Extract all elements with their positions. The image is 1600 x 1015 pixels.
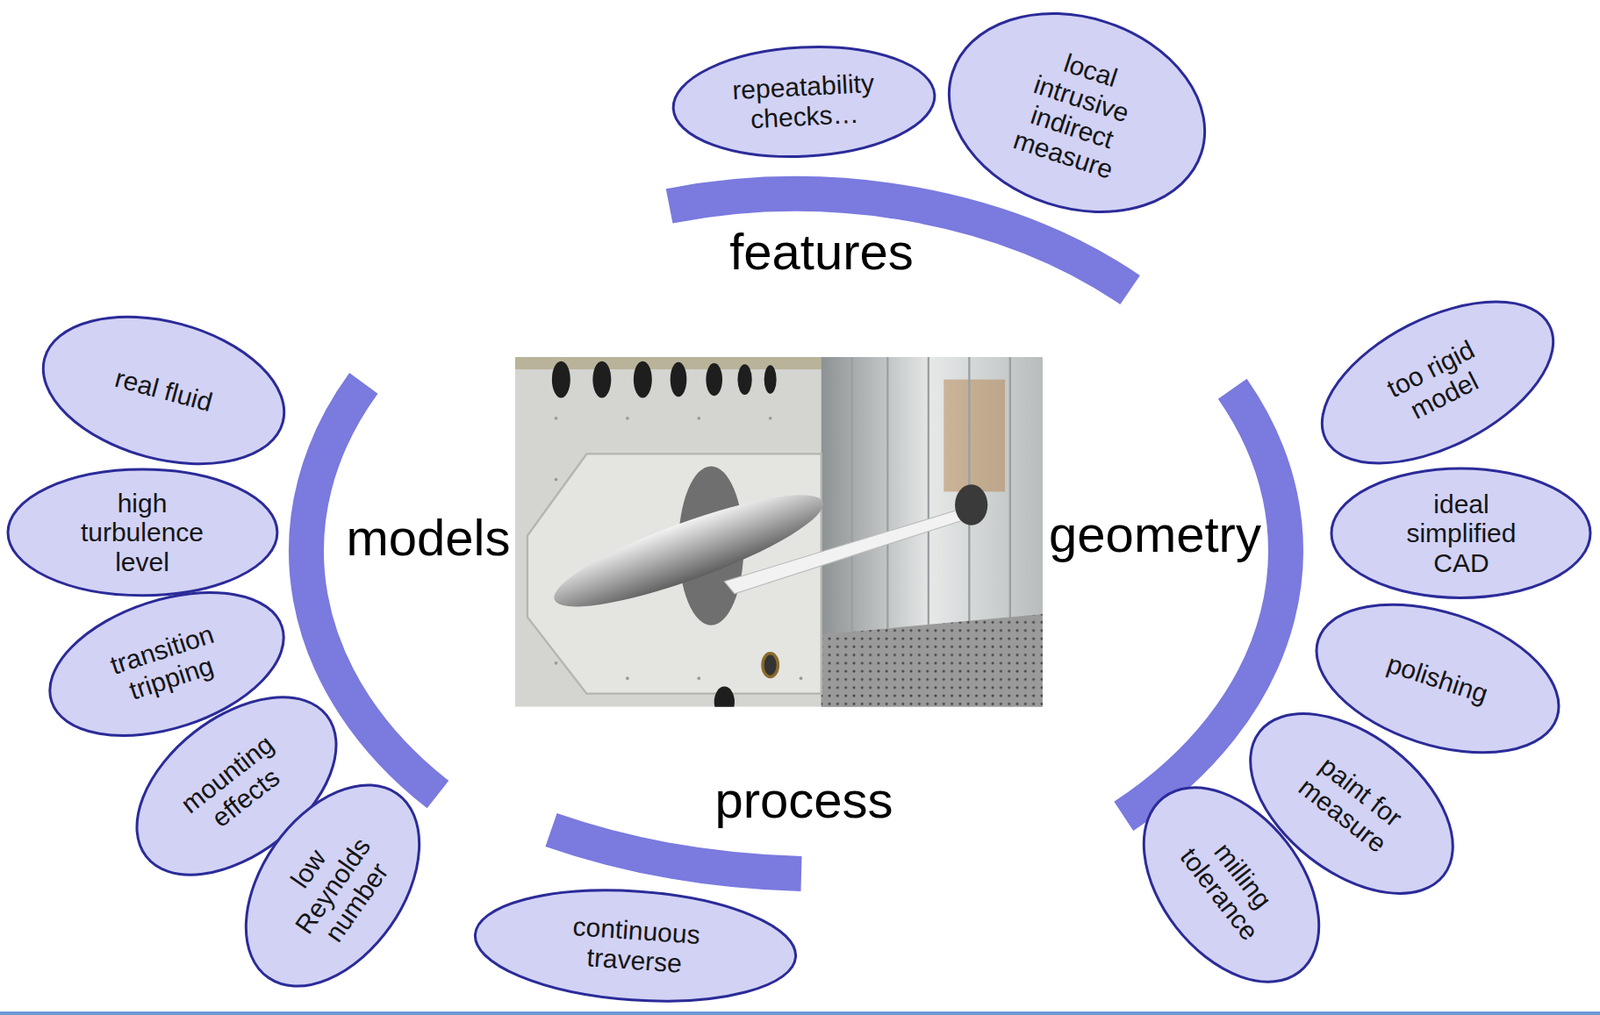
ellipse-shape [923, 0, 1231, 244]
ellipse-shape [471, 880, 800, 1012]
factor-text: high turbulence level [67, 488, 217, 578]
factor-ellipse: high turbulence level [6, 467, 280, 598]
text-group: ideal simplified CAD [1386, 489, 1536, 579]
text-group: repeatability checks… [710, 67, 897, 137]
text-group: high turbulence level [67, 488, 217, 578]
factor-ellipse: repeatability checks… [668, 38, 940, 166]
factor-text: repeatability checks… [710, 67, 897, 137]
band-arc [551, 830, 802, 875]
category-label: process [714, 771, 893, 831]
factor-ellipse: too rigid model [1294, 265, 1581, 499]
ellipse-shape [26, 292, 301, 488]
footer-rule [0, 1011, 1600, 1015]
ellipse-shape [670, 40, 938, 163]
factor-ellipse: ideal simplified CAD [1329, 466, 1593, 601]
ellipse-shape [1331, 468, 1591, 599]
factor-text: continuous traverse [545, 911, 725, 983]
factor-ellipse: continuous traverse [469, 878, 802, 1013]
category-label: features [729, 222, 914, 282]
category-label: models [346, 509, 511, 568]
text-group: continuous traverse [545, 911, 725, 983]
category-label: geometry [1048, 505, 1262, 565]
factor-text: ideal simplified CAD [1386, 489, 1536, 579]
ellipse-shape [1296, 268, 1579, 497]
ellipse-shape [210, 753, 456, 1015]
ellipse-shape [1108, 754, 1355, 1015]
factor-ellipse: real fluid [24, 290, 303, 491]
ellipse-shape [7, 469, 278, 596]
